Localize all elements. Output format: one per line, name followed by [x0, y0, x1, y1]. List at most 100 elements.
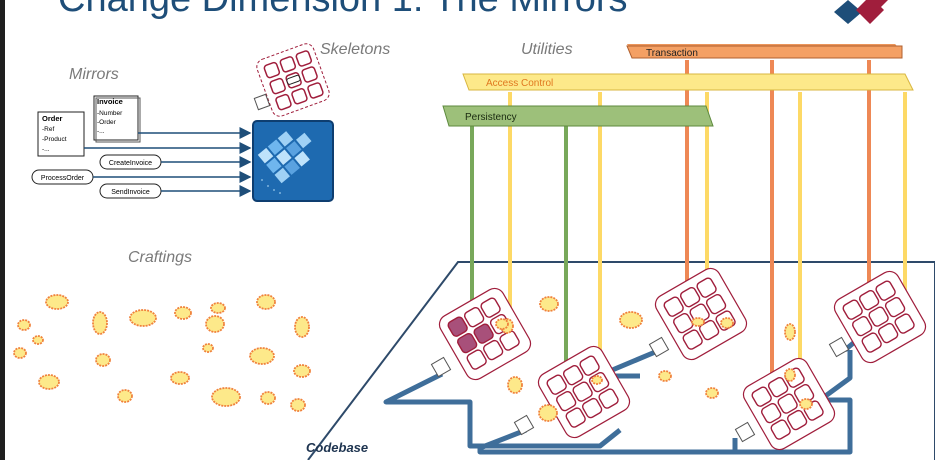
skeleton-cell	[877, 322, 899, 344]
skeleton-cell	[875, 280, 896, 301]
crafting-blob	[92, 311, 108, 335]
crafting-blob	[720, 317, 734, 329]
order-name: Order	[42, 114, 63, 123]
logo-mark-icon	[834, 0, 888, 24]
codebase-skeleton	[833, 270, 927, 364]
skeleton-cell	[598, 388, 619, 409]
class-field: -Number	[97, 110, 123, 117]
skeleton-cell	[447, 316, 468, 337]
crafting-blob	[290, 398, 306, 412]
skeleton-cell	[868, 306, 889, 327]
crafting-blob	[95, 353, 111, 367]
codebase-skeleton	[742, 357, 836, 451]
skeleton-cell	[777, 393, 798, 414]
label-utilities: Utilities	[521, 41, 573, 58]
crafting-blob	[293, 364, 311, 378]
utility-poles	[470, 60, 907, 405]
label-craftings: Craftings	[128, 249, 193, 266]
skeleton-cell	[663, 296, 684, 317]
crafting-blob	[211, 387, 241, 407]
crafting-blob	[38, 374, 60, 390]
utility-bar-persistency: Persistency	[442, 105, 714, 127]
crafting-blob	[507, 376, 523, 394]
mirror-method-sendinvoice: SendInvoice	[99, 183, 162, 199]
skeleton-cell	[696, 277, 717, 298]
skeleton-cell	[673, 312, 694, 334]
class-field: -Product	[42, 136, 67, 143]
skeleton-cell	[679, 287, 701, 308]
crafting-blob	[495, 318, 509, 330]
skeleton-cell	[689, 303, 710, 324]
crafting-blob	[619, 311, 643, 329]
crafting-blob	[691, 317, 705, 327]
crafting-blob	[17, 319, 31, 331]
skeleton-plug	[253, 93, 271, 111]
skeleton-cell	[457, 332, 478, 354]
utility-bar-label: Persistency	[465, 112, 517, 123]
class-field: -...	[97, 128, 105, 135]
skeleton-cell	[546, 374, 567, 395]
slide-title: Change Dimension 1: The Mirrors	[58, 0, 628, 21]
skeleton-cell	[579, 355, 600, 376]
skeleton-cell	[562, 365, 584, 386]
skeleton-cell	[858, 290, 880, 311]
crafting-blob	[799, 398, 813, 410]
mirror-method-createinvoice: CreateInvoice	[99, 154, 162, 170]
method-label: CreateInvoice	[109, 160, 152, 167]
utility-bar-transaction: Transaction	[626, 44, 903, 59]
crafting-blob	[784, 368, 796, 382]
crafting-blob	[538, 404, 558, 422]
window-edge	[0, 0, 5, 460]
crafting-blob	[256, 294, 276, 310]
mirror-class-order: Order -Ref -Product -...	[37, 111, 85, 157]
utility-bar-label: Access Control	[486, 78, 553, 89]
skeleton-cell	[894, 313, 915, 334]
codebase-skeleton	[438, 287, 532, 381]
skeleton-cell	[884, 296, 906, 318]
skeleton-cell	[466, 349, 487, 370]
skeleton-cell	[767, 377, 789, 398]
skeleton-cell	[852, 315, 873, 337]
crafting-blob	[13, 347, 27, 359]
codebase-floor: Codebase	[306, 261, 935, 460]
crafting-blob	[170, 371, 190, 385]
skeleton-template	[256, 43, 330, 117]
crafting-blob	[705, 387, 719, 399]
connector-plugs	[430, 336, 850, 443]
skeleton-cell	[581, 397, 603, 419]
mirror-class-invoice: Invoice -Number -Order -...	[93, 95, 141, 143]
skeleton-cell	[572, 381, 593, 402]
skeleton-cell	[499, 330, 520, 351]
crafting-blob	[117, 389, 133, 403]
crafting-blob	[260, 391, 276, 405]
skeleton-cell	[473, 323, 494, 344]
crafting-blob	[249, 347, 275, 365]
crafting-blob	[784, 323, 796, 341]
skeleton-cell	[761, 402, 782, 424]
utility-bar-access-control: Access Control	[462, 73, 914, 91]
skeleton-cell	[770, 419, 791, 440]
crafting-blob	[174, 306, 192, 320]
skeleton-generator-icon	[252, 120, 334, 202]
skeleton-cell	[565, 407, 586, 428]
crafting-blob	[210, 302, 226, 314]
crafting-blob	[202, 343, 214, 353]
crafting-blob	[32, 335, 44, 345]
skeleton-cell	[842, 299, 863, 320]
skeleton-cell	[682, 329, 703, 350]
class-field: -Order	[97, 119, 117, 126]
class-field: -Ref	[42, 126, 54, 133]
label-codebase: Codebase	[306, 440, 368, 455]
skeleton-cell	[698, 319, 720, 341]
utility-bar-label: Transaction	[646, 48, 698, 59]
craftings	[13, 294, 813, 422]
skeleton-cell	[482, 339, 504, 361]
crafting-blob	[205, 315, 225, 333]
skeleton-cell	[751, 386, 772, 407]
mirror-method-processorder: ProcessOrder	[31, 169, 94, 185]
mirror-arrows	[84, 127, 252, 197]
skeleton-cell	[786, 409, 808, 431]
codebase-skeleton	[537, 345, 631, 439]
crafting-blob	[539, 296, 559, 312]
